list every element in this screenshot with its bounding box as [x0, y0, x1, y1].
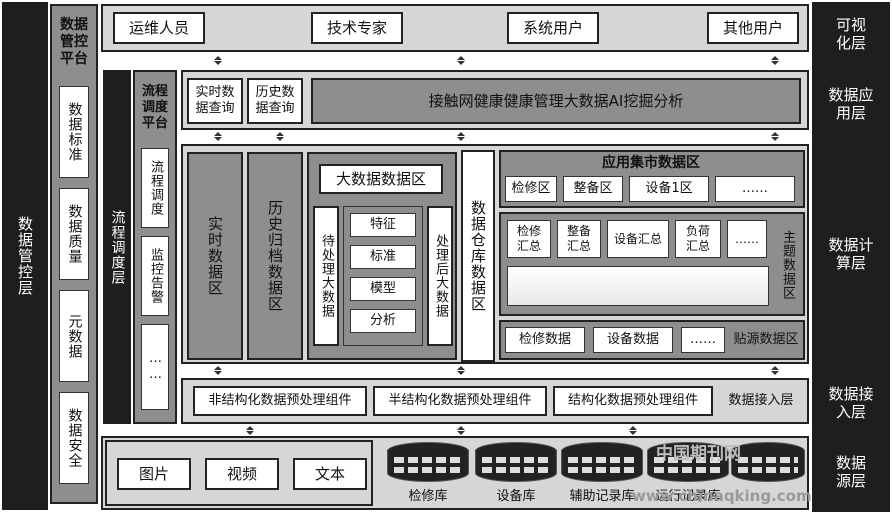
arrow-icon — [213, 366, 223, 375]
pending-data: 待处理大数据 — [313, 206, 339, 346]
history-query: 历史数据查询 — [247, 78, 303, 124]
flow-item-more: …… — [141, 324, 169, 410]
access-inner-label: 数据接入层 — [728, 393, 794, 408]
database-maintenance-icon — [387, 442, 469, 486]
database-operation-icon — [647, 442, 729, 486]
theme-equipment: 设备汇总 — [607, 220, 669, 258]
model-item: 模型 — [350, 277, 416, 301]
layer-compute: 数据计算层 — [828, 236, 874, 272]
governance-platform-title: 数据管控平台 — [60, 16, 88, 67]
ai-analysis-box: 接触网健康健康管理大数据AI挖掘分析 — [311, 78, 801, 124]
right-layer-band: 可视化层 数据应用层 数据计算层 数据接入层 数据源层 — [812, 2, 890, 512]
db-label-auxiliary: 辅助记录库 — [569, 489, 635, 504]
governance-layer-band: 数据管控层 — [2, 2, 48, 510]
arrow-icon — [456, 132, 466, 141]
source-equipment: 设备数据 — [593, 327, 673, 353]
flow-layer-band: 流程调度层 — [103, 70, 131, 424]
theme-more: …… — [727, 220, 767, 258]
source-image: 图片 — [117, 458, 191, 490]
arrow-icon — [770, 366, 780, 375]
bigdata-zone: 大数据数据区 待处理大数据 特征 标准 模型 分析 处理后大数据 — [307, 152, 457, 360]
governance-platform-panel: 数据管控平台 数据标准 数据质量 元数据 数据安全 — [50, 4, 98, 504]
theme-zone: 检修汇总 整备汇总 设备汇总 负荷汇总 …… 主题数据区 — [499, 212, 805, 316]
arrow-icon — [213, 132, 223, 141]
app-mart-equipment: 设备1区 — [629, 176, 709, 202]
theme-label: 主题数据区 — [780, 230, 795, 300]
governance-layer-label: 数据管控层 — [16, 216, 34, 296]
arrow-icon — [628, 426, 638, 435]
flow-item-scheduling: 流程调度 — [141, 148, 169, 228]
governance-item-metadata: 元数据 — [59, 290, 89, 382]
app-mart-service: 整备区 — [563, 176, 623, 202]
realtime-zone: 实时数据区 — [187, 152, 243, 360]
user-ops: 运维人员 — [113, 12, 205, 44]
visualization-layer: 运维人员 技术专家 系统用户 其他用户 — [101, 4, 809, 52]
user-expert: 技术专家 — [311, 12, 403, 44]
user-other: 其他用户 — [707, 12, 799, 44]
unstructured-component: 非结构化数据预处理组件 — [193, 386, 367, 416]
warehouse-zone: 数据仓库数据区 — [461, 150, 495, 362]
theme-maintenance: 检修汇总 — [507, 220, 551, 258]
db-label-operation: 运行记录库 — [655, 489, 721, 504]
watermark-url: www.chinaqking.com — [632, 487, 812, 505]
governance-item-standard: 数据标准 — [59, 86, 89, 178]
flow-platform-panel: 流程调度平台 流程调度 监控告警 …… — [133, 70, 177, 424]
bigdata-title: 大数据数据区 — [319, 164, 443, 194]
source-label: 贴源数据区 — [733, 332, 799, 347]
database-equipment-icon — [475, 442, 557, 486]
db-label-maintenance: 检修库 — [408, 489, 448, 504]
layer-source: 数据源层 — [835, 454, 866, 490]
app-mart-zone: 应用集市数据区 检修区 整备区 设备1区 …… — [499, 150, 805, 208]
user-system: 系统用户 — [507, 12, 599, 44]
arrow-icon — [456, 366, 466, 375]
database-auxiliary-icon — [561, 442, 643, 486]
feature-item: 特征 — [350, 213, 416, 237]
governance-item-quality: 数据质量 — [59, 188, 89, 280]
watermark-text: 中国期刊网 — [656, 444, 741, 464]
arrow-icon — [770, 132, 780, 141]
app-mart-more: …… — [715, 176, 795, 202]
arrow-icon — [456, 56, 466, 65]
standard-item: 标准 — [350, 245, 416, 269]
flow-item-monitoring: 监控告警 — [141, 236, 169, 316]
governance-item-security: 数据安全 — [59, 392, 89, 484]
source-zone: 检修数据 设备数据 …… 贴源数据区 — [499, 320, 805, 360]
db-label-equipment: 设备库 — [496, 489, 536, 504]
arrow-icon — [245, 426, 255, 435]
structured-component: 结构化数据预处理组件 — [553, 386, 713, 416]
layer-visualization: 可视化层 — [835, 16, 866, 52]
unstructured-group: 图片 视频 文本 — [105, 440, 373, 506]
source-text: 文本 — [293, 458, 367, 490]
analysis-item: 分析 — [350, 309, 416, 333]
arrow-icon — [456, 426, 466, 435]
source-more: …… — [681, 327, 725, 353]
theme-load: 负荷汇总 — [675, 220, 721, 258]
layer-access: 数据接入层 — [828, 385, 874, 421]
semistructured-component: 半结构化数据预处理组件 — [373, 386, 547, 416]
history-zone: 历史归档数据区 — [247, 152, 303, 360]
arrow-icon — [275, 132, 285, 141]
flow-platform-title: 流程调度平台 — [141, 84, 168, 131]
arrow-icon — [213, 56, 223, 65]
layer-application: 数据应用层 — [828, 86, 874, 122]
processed-data: 处理后大数据 — [427, 206, 453, 346]
arrow-icon — [770, 56, 780, 65]
source-video: 视频 — [205, 458, 279, 490]
compute-layer: 实时数据区 历史归档数据区 大数据数据区 待处理大数据 特征 标准 模型 分析 … — [181, 144, 809, 364]
app-mart-title: 应用集市数据区 — [602, 154, 700, 171]
access-layer: 非结构化数据预处理组件 半结构化数据预处理组件 结构化数据预处理组件 数据接入层 — [181, 378, 809, 424]
source-layer: 图片 视频 文本 检修库 设备库 辅助记录库 运行记录库 — [101, 436, 809, 510]
feature-stack: 特征 标准 模型 分析 — [343, 206, 423, 346]
app-mart-maintenance: 检修区 — [505, 176, 557, 202]
theme-service: 整备汇总 — [557, 220, 601, 258]
application-layer: 实时数据查询 历史数据查询 接触网健康健康管理大数据AI挖掘分析 — [181, 70, 809, 130]
theme-bar — [507, 266, 769, 306]
database-extra-icon — [731, 442, 805, 486]
flow-layer-label: 流程调度层 — [109, 209, 126, 285]
realtime-query: 实时数据查询 — [187, 78, 243, 124]
source-maintenance: 检修数据 — [505, 327, 585, 353]
